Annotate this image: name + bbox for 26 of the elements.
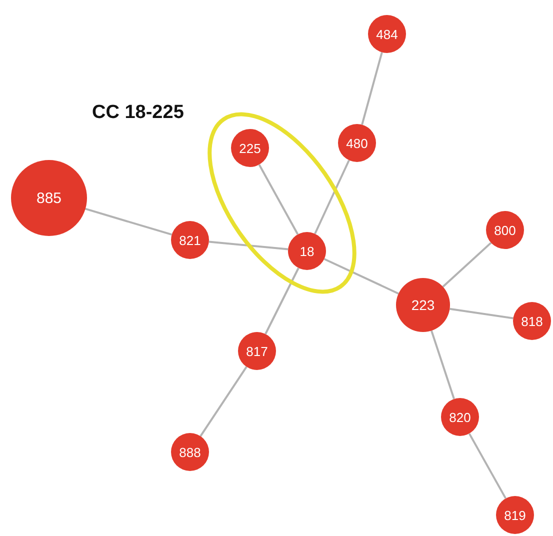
connector-line — [208, 240, 288, 250]
node-circle: 480 — [338, 124, 376, 162]
node-circle: 821 — [171, 221, 209, 259]
connector-line — [442, 242, 492, 288]
node-circle: 223 — [396, 278, 450, 332]
node-circle: 484 — [368, 15, 406, 53]
node-circle: 819 — [496, 496, 534, 534]
connector-line — [314, 160, 350, 234]
connector-line — [468, 433, 507, 499]
connector-line — [85, 208, 172, 236]
connector-line — [430, 330, 455, 400]
connector-line — [450, 308, 514, 320]
connector-line — [200, 366, 248, 437]
node-circle: 885 — [11, 160, 87, 236]
node-circle: 817 — [238, 332, 276, 370]
node-circle: 18 — [288, 232, 326, 270]
connector-line — [264, 268, 300, 334]
cluster-label: CC 18-225 — [92, 102, 184, 124]
node-circle: 818 — [513, 302, 551, 340]
node-circle: 820 — [441, 398, 479, 436]
node-circle: 225 — [231, 129, 269, 167]
connector-line — [361, 52, 383, 125]
connector-line — [324, 258, 399, 295]
node-circle: 888 — [171, 433, 209, 471]
connector-line — [258, 164, 299, 235]
node-circle: 800 — [486, 211, 524, 249]
